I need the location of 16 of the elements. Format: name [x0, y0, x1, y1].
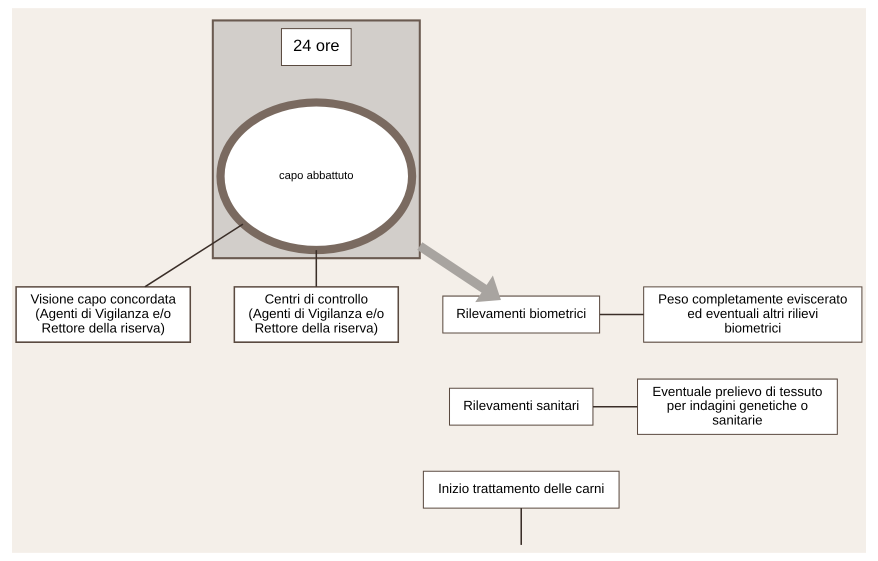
node-box: Eventuale prelievo di tessuto per indagini genetiche o sanitarie [637, 378, 838, 435]
connector [520, 508, 522, 545]
node-ellipse: capo abbattuto [216, 98, 416, 254]
connector [593, 406, 638, 408]
node-box: Centri di controllo (Agenti di Vigilanza e/o Rettore della riserva) [234, 286, 400, 343]
connector [600, 314, 644, 316]
node-box: Rilevamenti sanitari [448, 388, 594, 426]
cluster [212, 19, 421, 260]
node-box: Inizio trattamento delle carni [422, 470, 620, 509]
node-box: Peso completamente eviscerato ed eventuali altri rilievi biometrici [643, 286, 862, 343]
node-box: 24 ore [280, 28, 352, 66]
arrow [417, 242, 501, 302]
node-box: Rilevamenti biometrici [442, 296, 600, 334]
node-box: Visione capo concordata (Agenti di Vigilanza e/o Rettore della riserva) [15, 286, 192, 343]
connector [316, 250, 318, 287]
connector [144, 223, 244, 288]
